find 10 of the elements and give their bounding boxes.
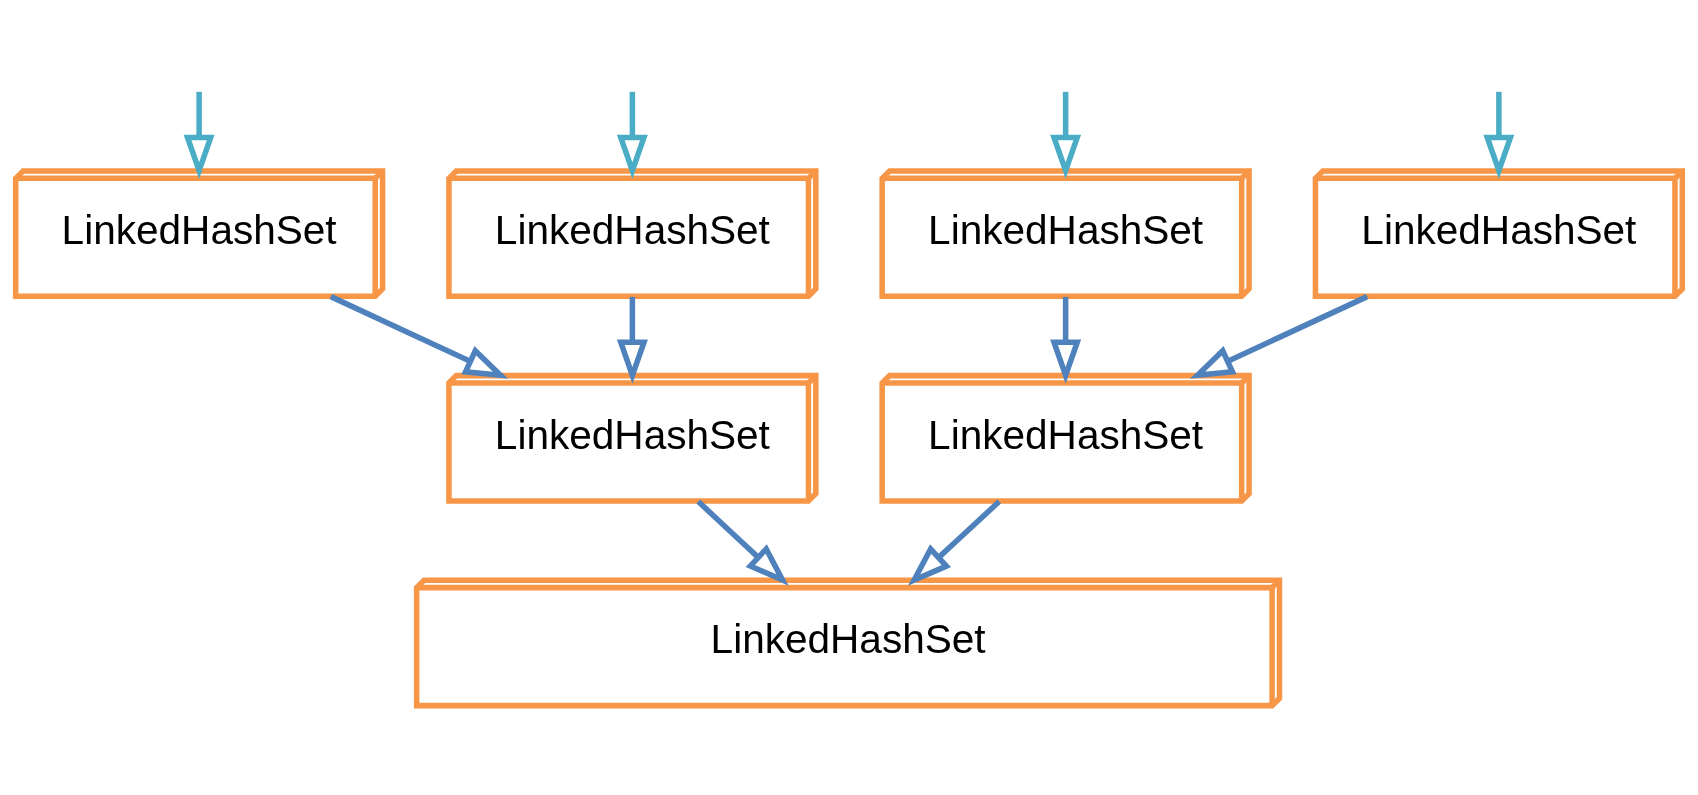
arrow — [329, 293, 509, 379]
arrow — [183, 91, 215, 179]
arrow — [1483, 91, 1515, 179]
arrow — [616, 91, 648, 179]
arrow — [1050, 91, 1082, 179]
arrow — [696, 499, 789, 586]
arrow — [616, 296, 648, 384]
arrow — [1189, 293, 1369, 379]
arrow — [1050, 296, 1082, 384]
arrow — [907, 499, 1002, 586]
